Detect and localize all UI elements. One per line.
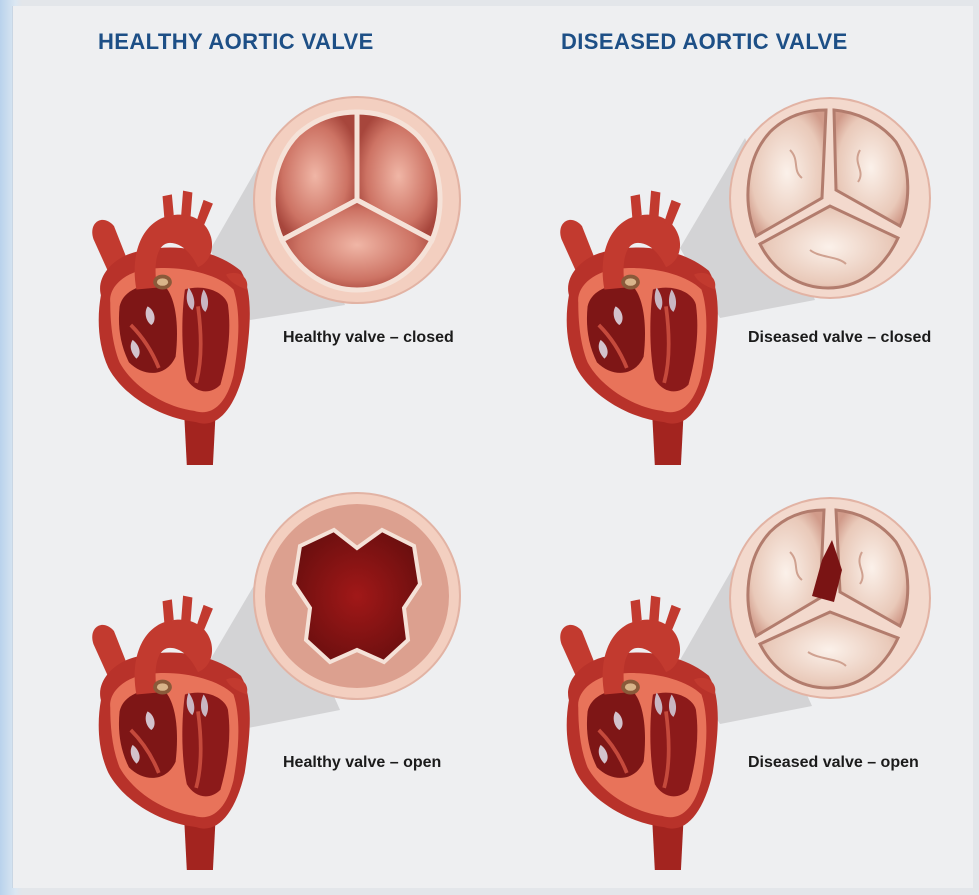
caption-diseased-open: Diseased valve – open	[748, 754, 919, 772]
diseased-closed-figure	[560, 98, 930, 465]
healthy-closed-figure	[92, 97, 460, 465]
healthy-closed-valve	[254, 97, 460, 303]
caption-healthy-closed: Healthy valve – closed	[283, 329, 454, 347]
diseased-closed-valve	[730, 98, 930, 298]
healthy-open-figure	[92, 493, 460, 870]
diseased-open-figure	[560, 498, 930, 870]
diseased-open-valve	[730, 498, 930, 698]
caption-diseased-closed: Diseased valve – closed	[748, 329, 931, 347]
healthy-open-valve	[254, 493, 460, 699]
caption-healthy-open: Healthy valve – open	[283, 754, 441, 772]
